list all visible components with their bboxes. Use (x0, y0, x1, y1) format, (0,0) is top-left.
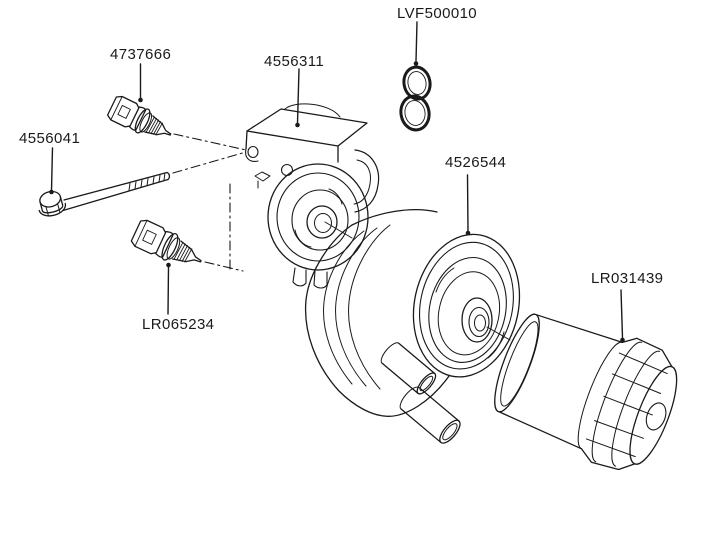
bolt-drawing (35, 173, 169, 219)
oil-filter-drawing (481, 297, 691, 483)
part-label-4556311: 4556311 (264, 53, 325, 70)
oil-cooler-drawing (306, 210, 533, 447)
part-label-LVF500010: LVF500010 (397, 5, 478, 22)
part-label-LR031439: LR031439 (591, 270, 664, 287)
o-rings-drawing (398, 65, 432, 132)
part-label-4556041: 4556041 (19, 130, 81, 147)
part-label-LR065234: LR065234 (142, 316, 215, 333)
filter-housing-drawing (246, 104, 379, 288)
part-label-4737666: 4737666 (110, 46, 172, 63)
part-label-4526544: 4526544 (445, 154, 507, 171)
assembly-center-lines (173, 134, 246, 271)
